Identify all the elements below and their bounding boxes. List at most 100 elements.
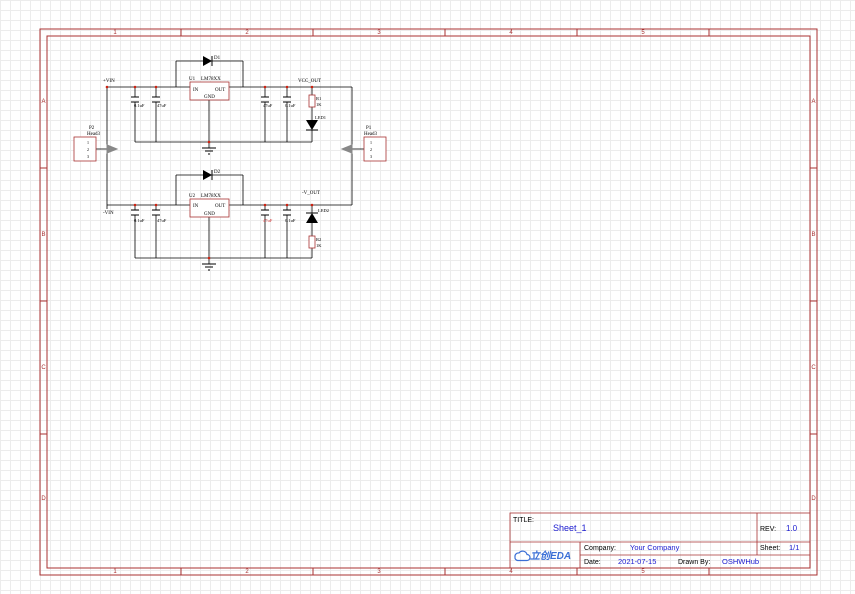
svg-text:2: 2 [370, 147, 372, 152]
svg-text:3: 3 [87, 154, 89, 159]
drawn-by-label: Drawn By: [678, 559, 710, 566]
header-p1-ref: P1 [366, 126, 372, 131]
column-label-4: 4 [509, 30, 513, 36]
led-led2-ref: LED2 [318, 208, 329, 213]
regulator-u2-pin-in: IN [193, 204, 199, 209]
svg-text:1: 1 [370, 140, 372, 145]
logo-text: 立创EDA [530, 550, 571, 562]
header-p2-ref: P2 [89, 126, 95, 131]
row-label-d-right: D [811, 496, 816, 502]
row-label-d: D [41, 496, 46, 502]
regulator-u1-pin-gnd: GND [204, 95, 215, 100]
net-label-vcc-out: VCC_OUT [298, 79, 321, 84]
net-label-neg-vout: -V_OUT [302, 191, 320, 196]
header-p2-value: Head3 [87, 132, 101, 137]
capacitor-labels-upper: 0.1uF 47uF 47uF 0.1uF [134, 103, 296, 108]
drawn-by-value[interactable]: OSHWHub [722, 557, 759, 566]
diode-d1-ref: D1 [214, 56, 221, 61]
ground-symbols [202, 147, 216, 271]
rev-value[interactable]: 1.0 [786, 524, 798, 533]
net-label-neg-vin: -VIN [103, 211, 114, 216]
cap-c6-value: 47uF [157, 218, 167, 223]
column-labels: 1 2 3 4 5 1 2 3 4 5 [113, 30, 645, 575]
column-label-2-bottom: 2 [245, 569, 249, 575]
diode-d1[interactable]: D1 [203, 56, 221, 66]
inner-border [46, 35, 811, 569]
resistor-r1-value: 1K [316, 102, 322, 107]
sheet-frame [39, 28, 818, 576]
row-label-b: B [41, 232, 45, 238]
company-label: Company: [584, 545, 616, 552]
cap-c3-value: 47uF [263, 103, 273, 108]
regulator-u1-ref: U1 [189, 77, 196, 82]
resistor-r2[interactable]: R2 1K [308, 235, 322, 249]
capacitor-plates-upper [131, 96, 291, 103]
svg-text:2: 2 [87, 147, 89, 152]
logo-cloud-icon [514, 550, 531, 562]
regulator-u2[interactable]: U2 LM78XX IN OUT GND [189, 194, 230, 218]
column-label-1: 1 [113, 30, 117, 36]
column-label-1-bottom: 1 [113, 569, 117, 575]
column-label-3: 3 [377, 30, 381, 36]
led-led1-symbol-icon [306, 120, 318, 130]
led-led1-ref: LED1 [315, 115, 326, 120]
resistor-r2-value: 1K [316, 243, 322, 248]
led-led2[interactable]: LED2 [306, 208, 329, 223]
date-label: Date: [584, 559, 601, 566]
row-label-a: A [41, 99, 45, 105]
row-label-b-right: B [811, 232, 815, 238]
diode-d2-symbol-icon [203, 170, 212, 180]
cap-c8-value: 0.1uF [285, 218, 296, 223]
row-label-c-right: C [811, 365, 816, 371]
resistor-r1[interactable]: R1 1K [308, 94, 322, 108]
net-label-vin: +VIN [103, 79, 115, 84]
column-label-3-bottom: 3 [377, 569, 381, 575]
row-label-a-right: A [811, 99, 815, 105]
power-flag-left-icon [106, 144, 119, 154]
title-block[interactable]: TITLE: Sheet_1 REV: 1.0 立创EDA Company: Y… [509, 512, 811, 569]
led-led2-symbol-icon [306, 213, 318, 223]
regulator-u1-pin-out: OUT [215, 88, 225, 93]
resistor-r2-ref: R2 [316, 237, 321, 242]
diode-d2-ref: D2 [214, 170, 221, 175]
company-value[interactable]: Your Company [630, 543, 680, 552]
capacitor-plates-lower [131, 209, 291, 216]
sheet-value[interactable]: 1/1 [789, 543, 799, 552]
regulator-u2-value: LM78XX [201, 194, 221, 199]
row-label-c: C [41, 365, 46, 371]
column-label-4-bottom: 4 [509, 569, 513, 575]
cap-c2-value: 47uF [157, 103, 167, 108]
title-label: TITLE: [513, 517, 534, 524]
svg-text:1: 1 [87, 140, 89, 145]
outer-border [39, 28, 818, 576]
diode-d2[interactable]: D2 [203, 170, 221, 180]
cap-c5-value: 0.1uF [134, 218, 145, 223]
column-label-5: 5 [641, 30, 645, 36]
rev-label: REV: [760, 526, 776, 533]
title-value[interactable]: Sheet_1 [553, 523, 587, 533]
wires[interactable] [96, 60, 364, 264]
capacitor-labels-lower: 0.1uF 47uF 47uF 0.1uF [134, 218, 296, 223]
svg-text:3: 3 [370, 154, 372, 159]
junction-dots [105, 85, 314, 260]
power-flag-right-icon [340, 144, 353, 154]
cap-c4-value: 0.1uF [285, 103, 296, 108]
led-led1[interactable]: LED1 [306, 115, 326, 131]
regulator-u2-pin-gnd: GND [204, 212, 215, 217]
header-p1[interactable]: P1 Head3 1 2 3 [340, 126, 387, 162]
sheet-label: Sheet: [760, 545, 780, 552]
regulator-u2-body [189, 198, 230, 218]
column-label-5-bottom: 5 [641, 569, 645, 575]
regulator-u1-body [189, 81, 230, 101]
date-value[interactable]: 2021-07-15 [618, 557, 656, 566]
regulator-u1-pin-in: IN [193, 88, 199, 93]
regulator-u2-ref: U2 [189, 194, 196, 199]
column-label-2: 2 [245, 30, 249, 36]
regulator-u1-value: LM78XX [201, 77, 221, 82]
header-p2[interactable]: P2 Head3 1 2 3 [73, 126, 119, 162]
regulator-u1[interactable]: U1 LM78XX IN OUT GND [189, 77, 230, 101]
net-labels: +VIN VCC_OUT -VIN -V_OUT [103, 79, 321, 216]
ground-upper-icon [202, 147, 216, 155]
